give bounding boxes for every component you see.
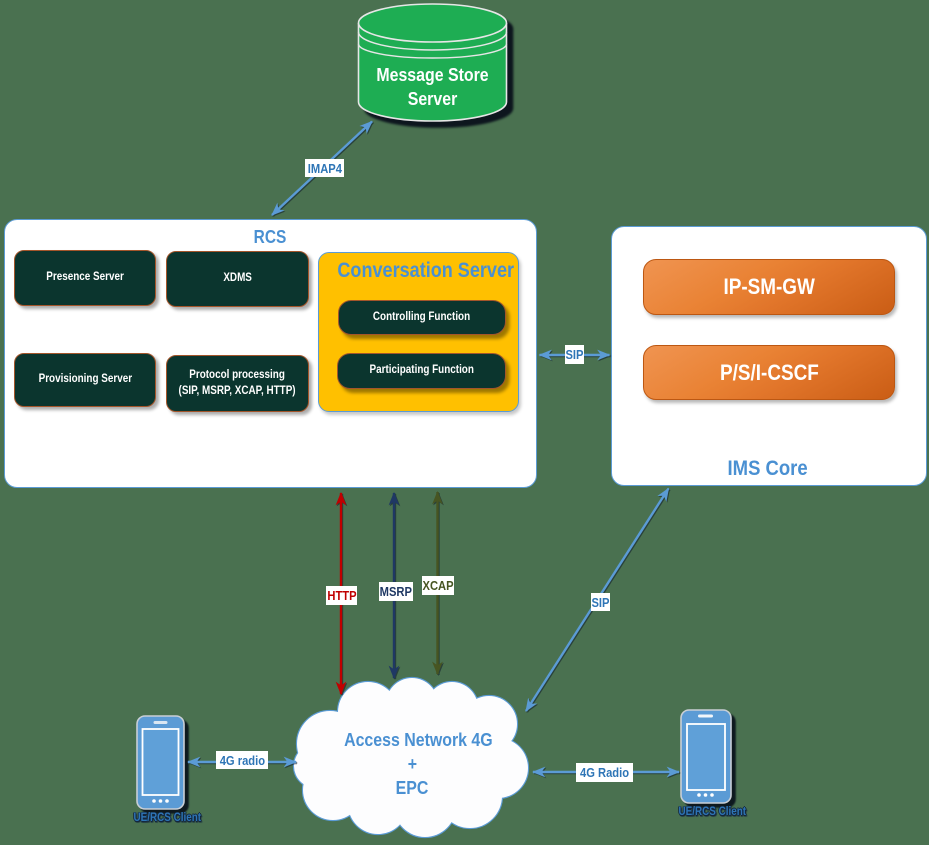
rcs-title-text: RCS [253, 227, 287, 247]
provisioning-server-label: Provisioning Server [38, 373, 132, 386]
message-store-cylinder [357, 3, 508, 122]
xdms-box: XDMS [166, 251, 309, 307]
protocol-processing-box: Protocol processing (SIP, MSRP, XCAP, HTT… [166, 355, 309, 412]
participating-function-box: Participating Function [337, 353, 506, 389]
ue-rcs-client-right-phone [680, 709, 732, 804]
participating-function-label: Participating Function [369, 364, 474, 377]
msrp-label-text: MSRP [379, 584, 413, 599]
provisioning-server-box: Provisioning Server [14, 353, 156, 407]
ims-core-title: IMS Core [688, 456, 848, 481]
cloud-label: Access Network 4G + EPC [332, 728, 493, 800]
sip-access-label: SIP [591, 593, 610, 611]
protocol-processing-line1: Protocol processing [189, 369, 286, 382]
sip-core-label: SIP [565, 345, 584, 364]
protocol-processing-label: Protocol processing (SIP, MSRP, XCAP, HTT… [179, 368, 296, 398]
xcap-label: XCAP [422, 576, 454, 595]
presence-server-box: Presence Server [14, 250, 156, 306]
xdms-label: XDMS [223, 272, 252, 285]
http-label-text: HTTP [326, 588, 357, 603]
rcs-title: RCS [220, 227, 320, 248]
cloud-label-line1: Access Network 4G [344, 729, 493, 750]
sip-access-label-text: SIP [591, 594, 610, 610]
conversation-server-title-text: Conversation Server [337, 259, 515, 282]
protocol-processing-line2: (SIP, MSRP, XCAP, HTTP) [178, 384, 297, 397]
ue-rcs-client-right-label: UE/RCS Client [673, 806, 747, 818]
controlling-function-label: Controlling Function [373, 310, 471, 323]
message-store-label: Message Store Server [376, 64, 489, 109]
radio-right-label: 4G Radio [576, 763, 633, 782]
ims-core-title-text: IMS Core [727, 456, 809, 480]
ue-rcs-client-left-phone [136, 715, 185, 810]
ue-rcs-client-left-label-text: UE/RCS Client [133, 812, 202, 824]
cloud-label-line3: EPC [395, 777, 429, 798]
access-network-cloud [292, 676, 530, 839]
presence-server-label: Presence Server [46, 271, 124, 284]
conversation-server-title: Conversation Server [323, 259, 515, 283]
sip-core-label-text: SIP [565, 347, 584, 362]
radio-left-label: 4G radio [216, 751, 268, 769]
radio-right-label-text: 4G Radio [579, 765, 630, 780]
controlling-function-box: Controlling Function [338, 300, 506, 335]
ip-sm-gw-box: IP-SM-GW [643, 259, 895, 315]
radio-left-label-text: 4G radio [219, 752, 265, 768]
cscf-label: P/S/I-CSCF [719, 359, 819, 385]
imap4-label-text: IMAP4 [307, 160, 342, 176]
imap4-label: IMAP4 [305, 159, 344, 177]
ue-rcs-client-left-label: UE/RCS Client [128, 812, 202, 824]
ip-sm-gw-label: IP-SM-GW [723, 274, 815, 299]
http-label: HTTP [326, 586, 357, 605]
cscf-box: P/S/I-CSCF [643, 345, 895, 400]
cloud-label-line2: + [407, 753, 417, 774]
msrp-label: MSRP [379, 582, 413, 601]
xcap-label-text: XCAP [422, 578, 454, 593]
ue-rcs-client-right-label-text: UE/RCS Client [678, 806, 747, 818]
